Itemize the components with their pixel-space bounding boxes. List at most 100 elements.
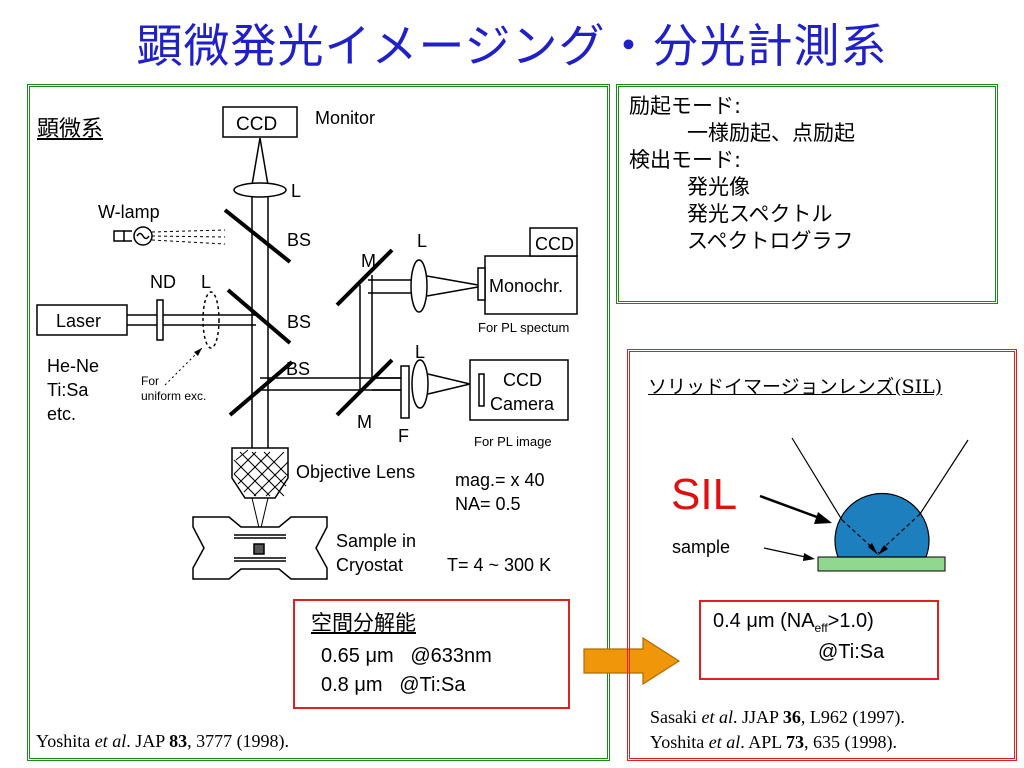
monochr-label: Monochr.	[489, 276, 563, 296]
wlamp-label: W-lamp	[98, 202, 160, 222]
nd-label: ND	[150, 272, 176, 292]
sil-lens	[834, 492, 930, 558]
detection-value-spectrum: 発光スペクトル	[687, 202, 833, 226]
laser-type-etc: etc.	[47, 404, 77, 424]
detection-value-spectrograph: スペクトログラフ	[687, 229, 854, 253]
mirror-lower	[335, 358, 394, 417]
excitation-label: 励起モード:	[629, 94, 742, 118]
sil-citation-1-etal: et al	[701, 707, 734, 727]
camera-sensor	[478, 373, 485, 407]
for-uniform-line2: uniform exc.	[141, 389, 206, 403]
sil-citation-1-rest: , L962 (1997).	[800, 707, 905, 727]
mono-slit	[477, 267, 486, 301]
monitor-label: Monitor	[315, 108, 375, 128]
beam-splitter-1	[223, 208, 292, 264]
detection-value-image: 発光像	[687, 175, 750, 199]
sil-resolution-line2: @Ti:Sa	[818, 641, 885, 663]
mirror-lower-label: M	[357, 412, 372, 432]
uniform-lens-label: L	[201, 272, 211, 292]
sample-label: sample	[672, 537, 730, 557]
sil-citation-2-journal: . APL	[740, 732, 787, 752]
nd-filter	[156, 299, 164, 341]
bs2-label: BS	[287, 312, 311, 332]
sil-diagram: SIL sample	[671, 437, 969, 572]
ccd-top-label: CCD	[236, 114, 277, 135]
sil-heading: ソリッドイマージョンレンズ(SIL)	[648, 376, 943, 398]
page-title: 顕微発光イメージング・分光計測系	[136, 19, 888, 73]
camera-lens-label: L	[415, 342, 425, 362]
citation-etal: et al	[94, 731, 127, 751]
beam-splitter-3	[228, 360, 294, 417]
resolution-line2: 0.8 μm @Ti:Sa	[321, 674, 466, 696]
mirror-upper	[335, 248, 394, 307]
sample-substrate	[817, 556, 946, 572]
resolution-heading: 空間分解能	[311, 611, 416, 635]
sil-citations: Sasaki et al. JJAP 36, L962 (1997). Yosh…	[650, 705, 905, 755]
ccd-camera-line1: CCD	[503, 370, 542, 390]
sil-citation-2: Yoshita et al. APL 73, 635 (1998).	[650, 730, 905, 755]
sil-citation-2-rest: , 635 (1998).	[804, 732, 898, 752]
microscope-panel	[27, 84, 610, 761]
sil-citation-2-etal: et al	[708, 732, 741, 752]
laser-type-hene: He-Ne	[47, 356, 100, 376]
bs1-label: BS	[287, 230, 311, 250]
sil-res-suffix: >1.0)	[827, 610, 874, 632]
cryostat	[192, 516, 328, 580]
objective-lens	[231, 447, 289, 499]
citation-volume: 83	[169, 731, 188, 751]
sil-citation-2-authors: Yoshita	[650, 732, 709, 752]
sil-citation-1-volume: 36	[782, 707, 801, 727]
for-pl-spectrum: For PL spectum	[478, 320, 569, 335]
top-lens	[233, 182, 287, 198]
mono-lens	[410, 259, 428, 313]
sample-in-line1: Sample in	[336, 531, 416, 551]
citation-authors: Yoshita	[36, 731, 91, 751]
laser-type-tisa: Ti:Sa	[47, 380, 89, 400]
sil-citation-1: Sasaki et al. JJAP 36, L962 (1997).	[650, 705, 905, 730]
camera-lens	[411, 359, 429, 409]
mirror-upper-label: M	[361, 251, 376, 271]
modes-panel: 励起モード: 一様励起、点励起 検出モード: 発光像 発光スペクトル スペクトロ…	[616, 84, 998, 304]
ccd-right-box	[529, 227, 578, 257]
resolution-box: 空間分解能 0.65 μm @633nm 0.8 μm @Ti:Sa	[293, 599, 570, 709]
excitation-value: 一様励起、点励起	[687, 121, 855, 145]
microscope-diagram: CCD Monitor L W-lamp BS Laser	[36, 106, 578, 580]
ccd-top-box	[222, 106, 298, 138]
monochromator-box	[484, 255, 578, 315]
ccd-right-label: CCD	[535, 234, 574, 254]
detection-label: 検出モード:	[629, 148, 742, 172]
na-label: NA= 0.5	[455, 494, 521, 514]
ccd-camera-line2: Camera	[490, 394, 555, 414]
sil-panel	[627, 349, 1017, 761]
uniform-exc-lens	[202, 291, 220, 349]
sil-citation-1-authors: Sasaki	[650, 707, 702, 727]
objective-label: Objective Lens	[296, 462, 415, 482]
mono-lens-label: L	[417, 231, 427, 251]
filter-f	[400, 365, 410, 419]
arrow-icon	[583, 637, 681, 685]
for-uniform-line1: For	[141, 374, 159, 388]
wlamp-icon	[113, 226, 153, 246]
citation-rest: , 3777 (1998).	[187, 731, 290, 751]
for-pl-image: For PL image	[474, 434, 552, 449]
resolution-line1: 0.65 μm @633nm	[321, 645, 492, 667]
laser-label: Laser	[56, 311, 101, 331]
microscope-heading: 顕微系	[37, 117, 104, 142]
laser-types: He-Ne Ti:Sa etc.	[47, 354, 99, 426]
microscope-citation: Yoshita et al. JAP 83, 3777 (1998).	[36, 731, 289, 752]
top-lens-label: L	[291, 181, 301, 201]
sil-resolution-line1: 0.4 μm (NAeff>1.0)	[713, 610, 925, 635]
laser-box	[36, 304, 128, 336]
sil-label: SIL	[671, 470, 737, 519]
bs3-label: BS	[286, 359, 310, 379]
sil-citation-1-journal: . JJAP	[733, 707, 783, 727]
mag-label: mag.= x 40	[455, 470, 545, 490]
sil-res-prefix: 0.4 μm (NA	[713, 610, 815, 632]
sil-resolution-box: 0.4 μm (NAeff>1.0) @Ti:Sa	[699, 600, 939, 680]
sil-citation-2-volume: 73	[786, 732, 805, 752]
ccd-camera-box	[469, 359, 569, 421]
sil-res-sub: eff	[814, 621, 828, 635]
citation-journal: . JAP	[126, 731, 170, 751]
beam-splitter-2	[226, 288, 292, 345]
temperature-label: T= 4 ~ 300 K	[447, 555, 551, 575]
